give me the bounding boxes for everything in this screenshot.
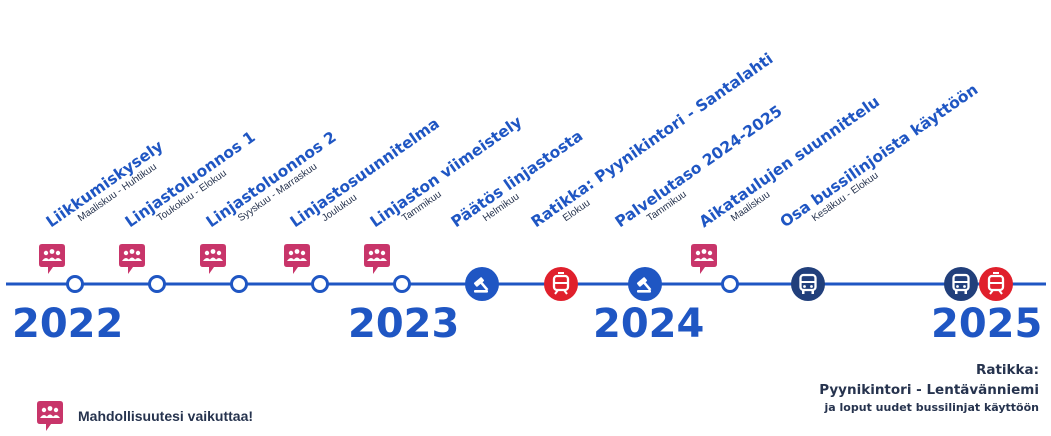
tram-icon (544, 267, 578, 301)
timeline-node (148, 275, 166, 293)
legend: Mahdollisuutesi vaikuttaa! (36, 400, 253, 432)
gavel-icon (628, 267, 662, 301)
chat-people-icon (39, 244, 65, 274)
timeline-node (393, 275, 411, 293)
final-note-line2: Pyynikintori - Lentävänniemi (819, 382, 1039, 398)
chat-people-icon (200, 244, 226, 274)
final-note: Ratikka: Pyynikintori - Lentävänniemi ja… (819, 360, 1039, 416)
chat-people-icon (691, 244, 717, 274)
timeline-node (311, 275, 329, 293)
tram-icon (979, 267, 1013, 301)
chat-people-icon (284, 244, 310, 274)
bus-icon (791, 267, 825, 301)
timeline-node (66, 275, 84, 293)
legend-text: Mahdollisuutesi vaikuttaa! (78, 408, 254, 424)
year-label: 2024 (593, 301, 705, 347)
gavel-icon (465, 267, 499, 301)
chat-people-icon (37, 401, 63, 431)
bus-icon (944, 267, 978, 301)
timeline-node (721, 275, 739, 293)
timeline-node (230, 275, 248, 293)
year-label: 2025 (931, 301, 1043, 347)
year-label: 2022 (12, 301, 124, 347)
chat-people-icon (119, 244, 145, 274)
chat-people-icon (364, 244, 390, 274)
year-label: 2023 (348, 301, 460, 347)
final-note-line1: Ratikka: (975, 362, 1039, 378)
final-note-line3: ja loput uudet bussilinjat käyttöön (824, 401, 1039, 414)
